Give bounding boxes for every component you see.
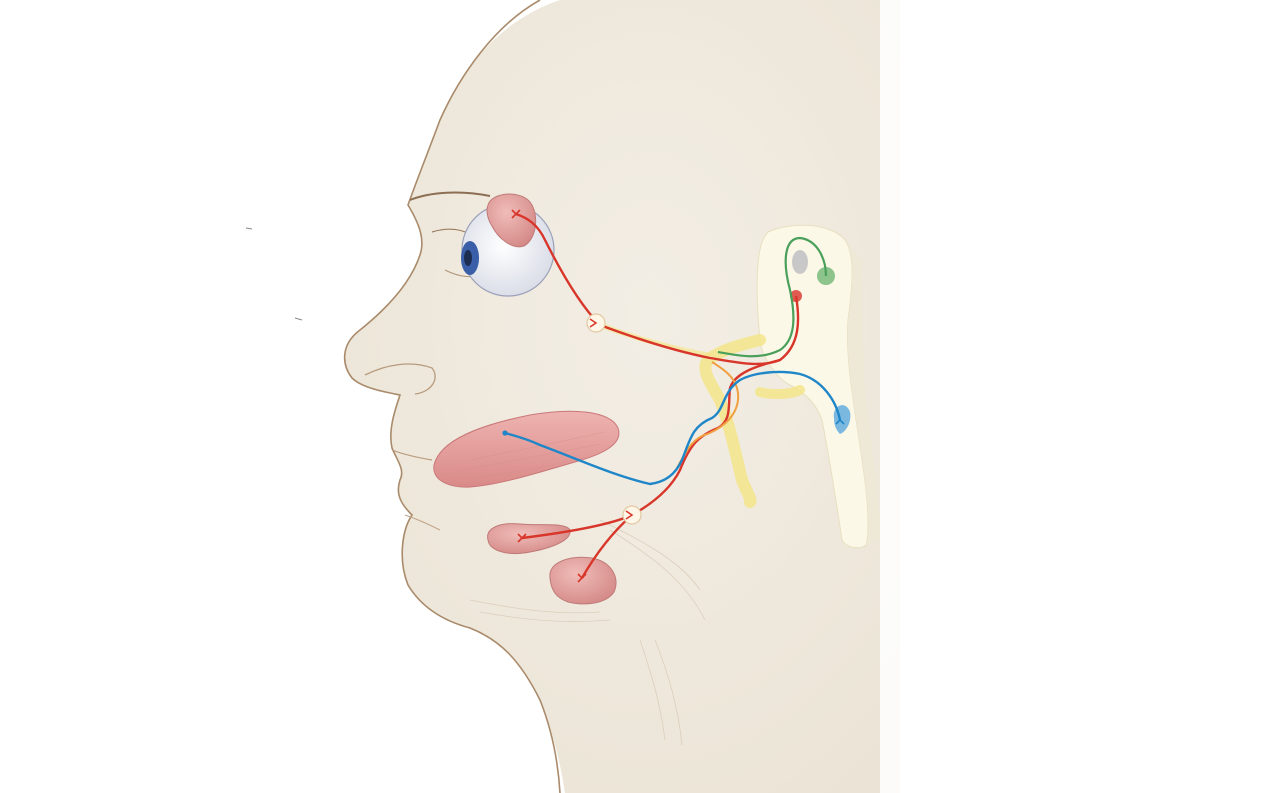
stray-mark-2 [294,317,303,321]
lips-line [391,449,433,461]
face-profile-outline [343,0,561,793]
nose-ala [364,363,436,395]
eyebrow [409,191,491,201]
submandibular-synapse [625,510,634,520]
lacrimal-ending [511,209,521,219]
motor-fiber [717,236,828,358]
tongue [433,410,620,488]
facial-nerve-root [755,385,805,400]
head-silhouette [344,0,900,793]
lacrimal-gland [486,193,537,248]
accompanying-orange-fiber [675,361,740,471]
taste-fiber-end [502,430,508,436]
taste-fiber [504,370,842,486]
submandibular-gland [549,556,617,605]
parasympathetic-lacrimal-fiber [515,212,800,366]
background-fade [880,0,1280,793]
submandibular-ending [577,573,587,583]
facial-nerve-bundle [699,334,766,508]
chin-line [404,514,441,531]
neck-shading [469,519,706,746]
stray-mark-1 [245,227,253,230]
brainstem-shadow [845,240,880,545]
taste-nucleus-ending [835,418,845,425]
motor-nucleus-gray [792,250,808,274]
pupil [464,250,472,266]
pterygopalatine-synapse [589,318,598,328]
sublingual-ending [517,533,527,543]
